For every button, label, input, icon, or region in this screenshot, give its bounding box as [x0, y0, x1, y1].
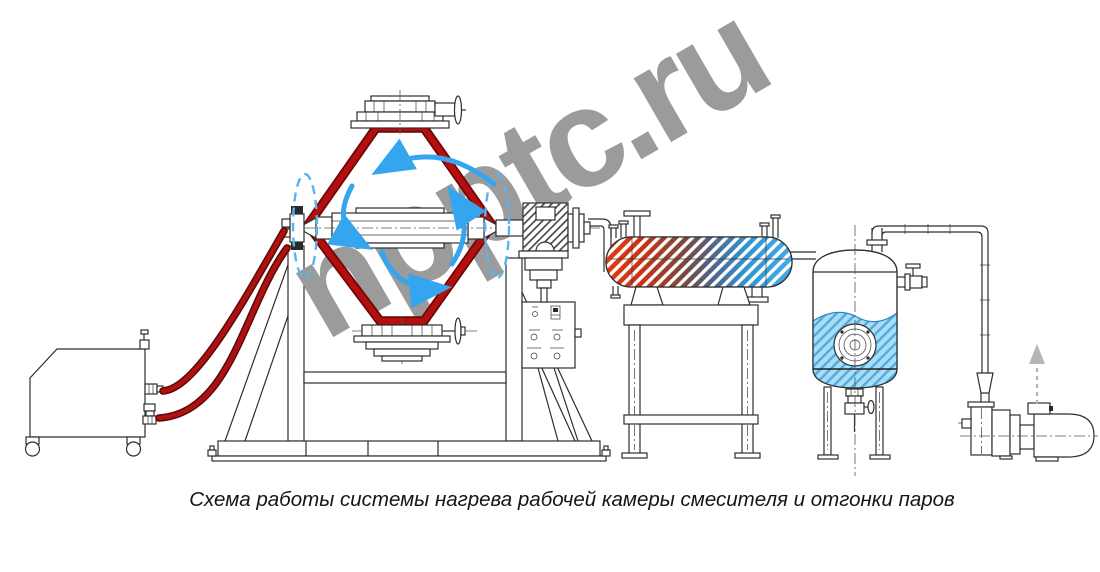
tank-drain-valve [844, 388, 875, 432]
caster-wheel-left [24, 436, 41, 457]
mode-switch [550, 305, 561, 320]
diagram-caption: Схема работы системы нагрева рабочей кам… [189, 488, 955, 511]
pump-motor [1033, 413, 1095, 458]
left-trunnion [281, 206, 305, 250]
saddle-support [717, 286, 751, 306]
axis-rotation-ellipse-left [291, 172, 319, 280]
drive-bearing [495, 202, 591, 303]
mixer-frame [207, 245, 611, 462]
heat-exchanger [605, 210, 816, 306]
button [530, 352, 538, 360]
hose-fitting-lower [142, 403, 157, 425]
condensate-tank [812, 225, 928, 476]
discharge-valve [352, 316, 480, 364]
button [553, 333, 561, 341]
saddle-support [630, 286, 664, 306]
heater-unit [24, 329, 164, 457]
loading-hatch [350, 90, 466, 134]
rotary-joint [567, 207, 591, 249]
indicator-lamp [532, 311, 538, 317]
caster-wheel-right [125, 436, 142, 457]
vacuum-pump [958, 402, 1098, 462]
heating-hoses [155, 227, 291, 422]
control-panel [521, 301, 582, 442]
vacuum-line [871, 224, 995, 408]
button [530, 333, 538, 341]
button [553, 352, 561, 360]
exchanger-shell [605, 236, 793, 288]
rotation-arrows [291, 138, 511, 309]
exchanger-stand [621, 304, 761, 459]
exhaust-arrow [1029, 344, 1045, 404]
tank-side-valve [897, 263, 928, 291]
handwheel [454, 317, 462, 345]
